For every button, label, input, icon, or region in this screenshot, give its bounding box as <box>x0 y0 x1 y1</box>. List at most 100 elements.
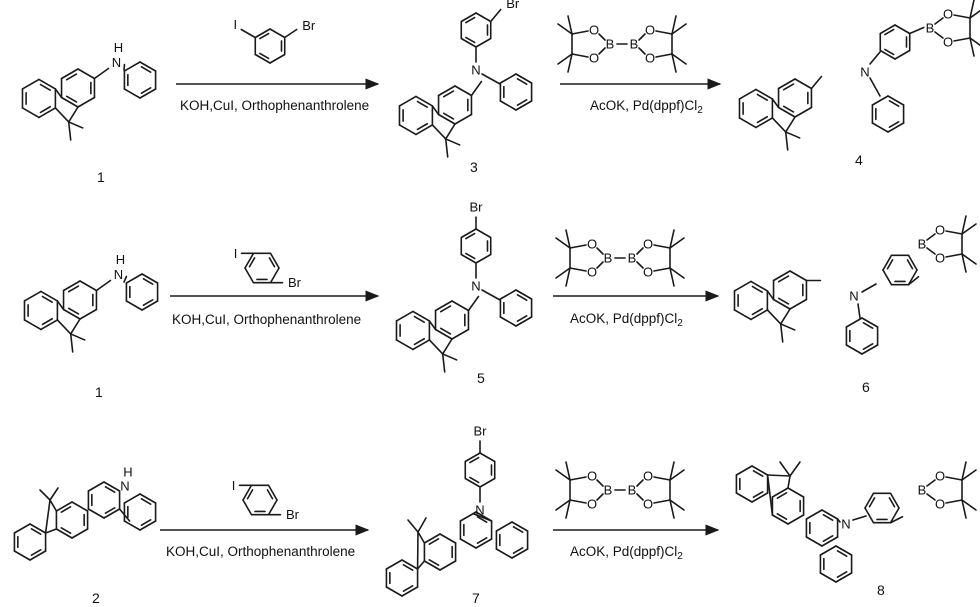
ring-bond <box>21 78 40 90</box>
row3-b2pin2-oxygen: O <box>587 469 597 484</box>
methyl <box>441 353 458 361</box>
ring-double-bond <box>416 100 429 108</box>
ring-bond <box>401 559 419 570</box>
ring-bond <box>454 113 473 125</box>
ring-bond <box>515 289 533 300</box>
ring-double-bond <box>413 315 426 323</box>
row2-b2pin2-oxygen: O <box>587 265 597 280</box>
bond <box>636 247 644 255</box>
ring-bond <box>415 95 434 107</box>
row1-b2pin2-boron-a: B <box>606 37 615 52</box>
ring-double-bond <box>516 294 528 301</box>
bond <box>961 469 977 481</box>
methyl <box>779 323 796 331</box>
bond <box>569 267 587 272</box>
ring-bond <box>244 252 255 269</box>
ring-bond <box>889 507 900 524</box>
bond <box>653 499 671 504</box>
ring-bond <box>423 533 441 544</box>
methyl <box>784 131 801 139</box>
ring-bond <box>71 528 89 539</box>
bond <box>596 247 604 255</box>
ring-double-bond <box>104 507 116 514</box>
ring-bond <box>794 106 813 118</box>
bond <box>926 233 936 241</box>
n-bond <box>869 51 881 65</box>
bond <box>671 53 687 65</box>
ring-double-bond <box>756 93 769 101</box>
ring-bond <box>479 477 496 488</box>
n-bond <box>857 303 861 319</box>
ring-bond <box>103 508 121 519</box>
ring-double-bond <box>268 257 276 268</box>
n-bond <box>869 77 881 97</box>
ring-bond <box>423 560 441 571</box>
ring-bond <box>269 252 280 269</box>
ring-bond <box>62 308 81 320</box>
ring-bond <box>125 300 143 311</box>
ring-double-bond <box>442 112 455 120</box>
fluorene-bridge <box>428 320 437 331</box>
bond <box>636 493 644 501</box>
ring-double-bond <box>776 513 788 520</box>
row1-compound-label-c: 4 <box>855 152 863 168</box>
ring-bond <box>412 310 431 322</box>
bond <box>934 17 944 25</box>
ring-bond <box>395 339 414 351</box>
ring-double-bond <box>777 297 790 305</box>
ring-bond <box>787 487 805 498</box>
ring-bond <box>787 514 805 525</box>
bond <box>669 267 675 287</box>
ring-bond <box>871 95 889 106</box>
ring-double-bond <box>439 305 452 313</box>
ring-double-bond <box>30 528 42 535</box>
bond <box>49 499 58 512</box>
ring-bond <box>460 228 477 239</box>
ring-bond <box>398 124 417 136</box>
ring-double-bond <box>836 550 848 557</box>
ring-bond <box>87 481 105 492</box>
ring-double-bond <box>512 526 524 533</box>
amine-h: H <box>114 40 123 55</box>
bond <box>44 528 58 534</box>
bromo-label: Br <box>470 200 484 215</box>
ring-double-bond <box>140 87 152 94</box>
ring-bond <box>123 61 141 72</box>
bond <box>555 469 571 481</box>
ring-double-bond <box>246 489 254 500</box>
bond <box>569 244 587 249</box>
iodo-label: I <box>234 246 238 261</box>
bond <box>907 275 920 286</box>
row3-bpin-boron: B <box>918 483 927 498</box>
fluorene-bridge <box>56 300 65 311</box>
ring-bond <box>464 477 481 488</box>
bond <box>969 0 975 19</box>
ring-bond <box>777 106 796 118</box>
bond <box>961 253 977 265</box>
ring-bond <box>77 68 96 80</box>
fluorene-bridge <box>784 116 796 133</box>
ring-bond <box>475 538 493 549</box>
bond <box>407 519 419 533</box>
row1-step1-conditions: KOH,CuI, Orthophenanthrolene <box>180 98 369 113</box>
ring-bond <box>495 521 513 532</box>
ring-bond <box>894 24 911 35</box>
ring-double-bond <box>140 519 152 526</box>
bromo-label: Br <box>506 0 520 11</box>
bond <box>669 267 685 279</box>
ring-bond <box>835 572 853 583</box>
ring-bond <box>515 73 533 84</box>
amine-n: N <box>475 503 484 518</box>
bond <box>669 461 675 481</box>
bond <box>669 237 685 249</box>
fluorene-bridge <box>779 308 791 325</box>
row1-compound-label-b: 3 <box>470 159 478 175</box>
ring-double-bond <box>67 307 80 315</box>
bond <box>598 33 606 41</box>
ring-bond <box>439 560 457 571</box>
ring-double-bond <box>259 32 270 40</box>
n-bond <box>93 67 110 80</box>
row2-compound-label-c: 6 <box>862 379 870 395</box>
fluorene-bridge <box>69 318 81 335</box>
ring-bond <box>242 499 253 516</box>
